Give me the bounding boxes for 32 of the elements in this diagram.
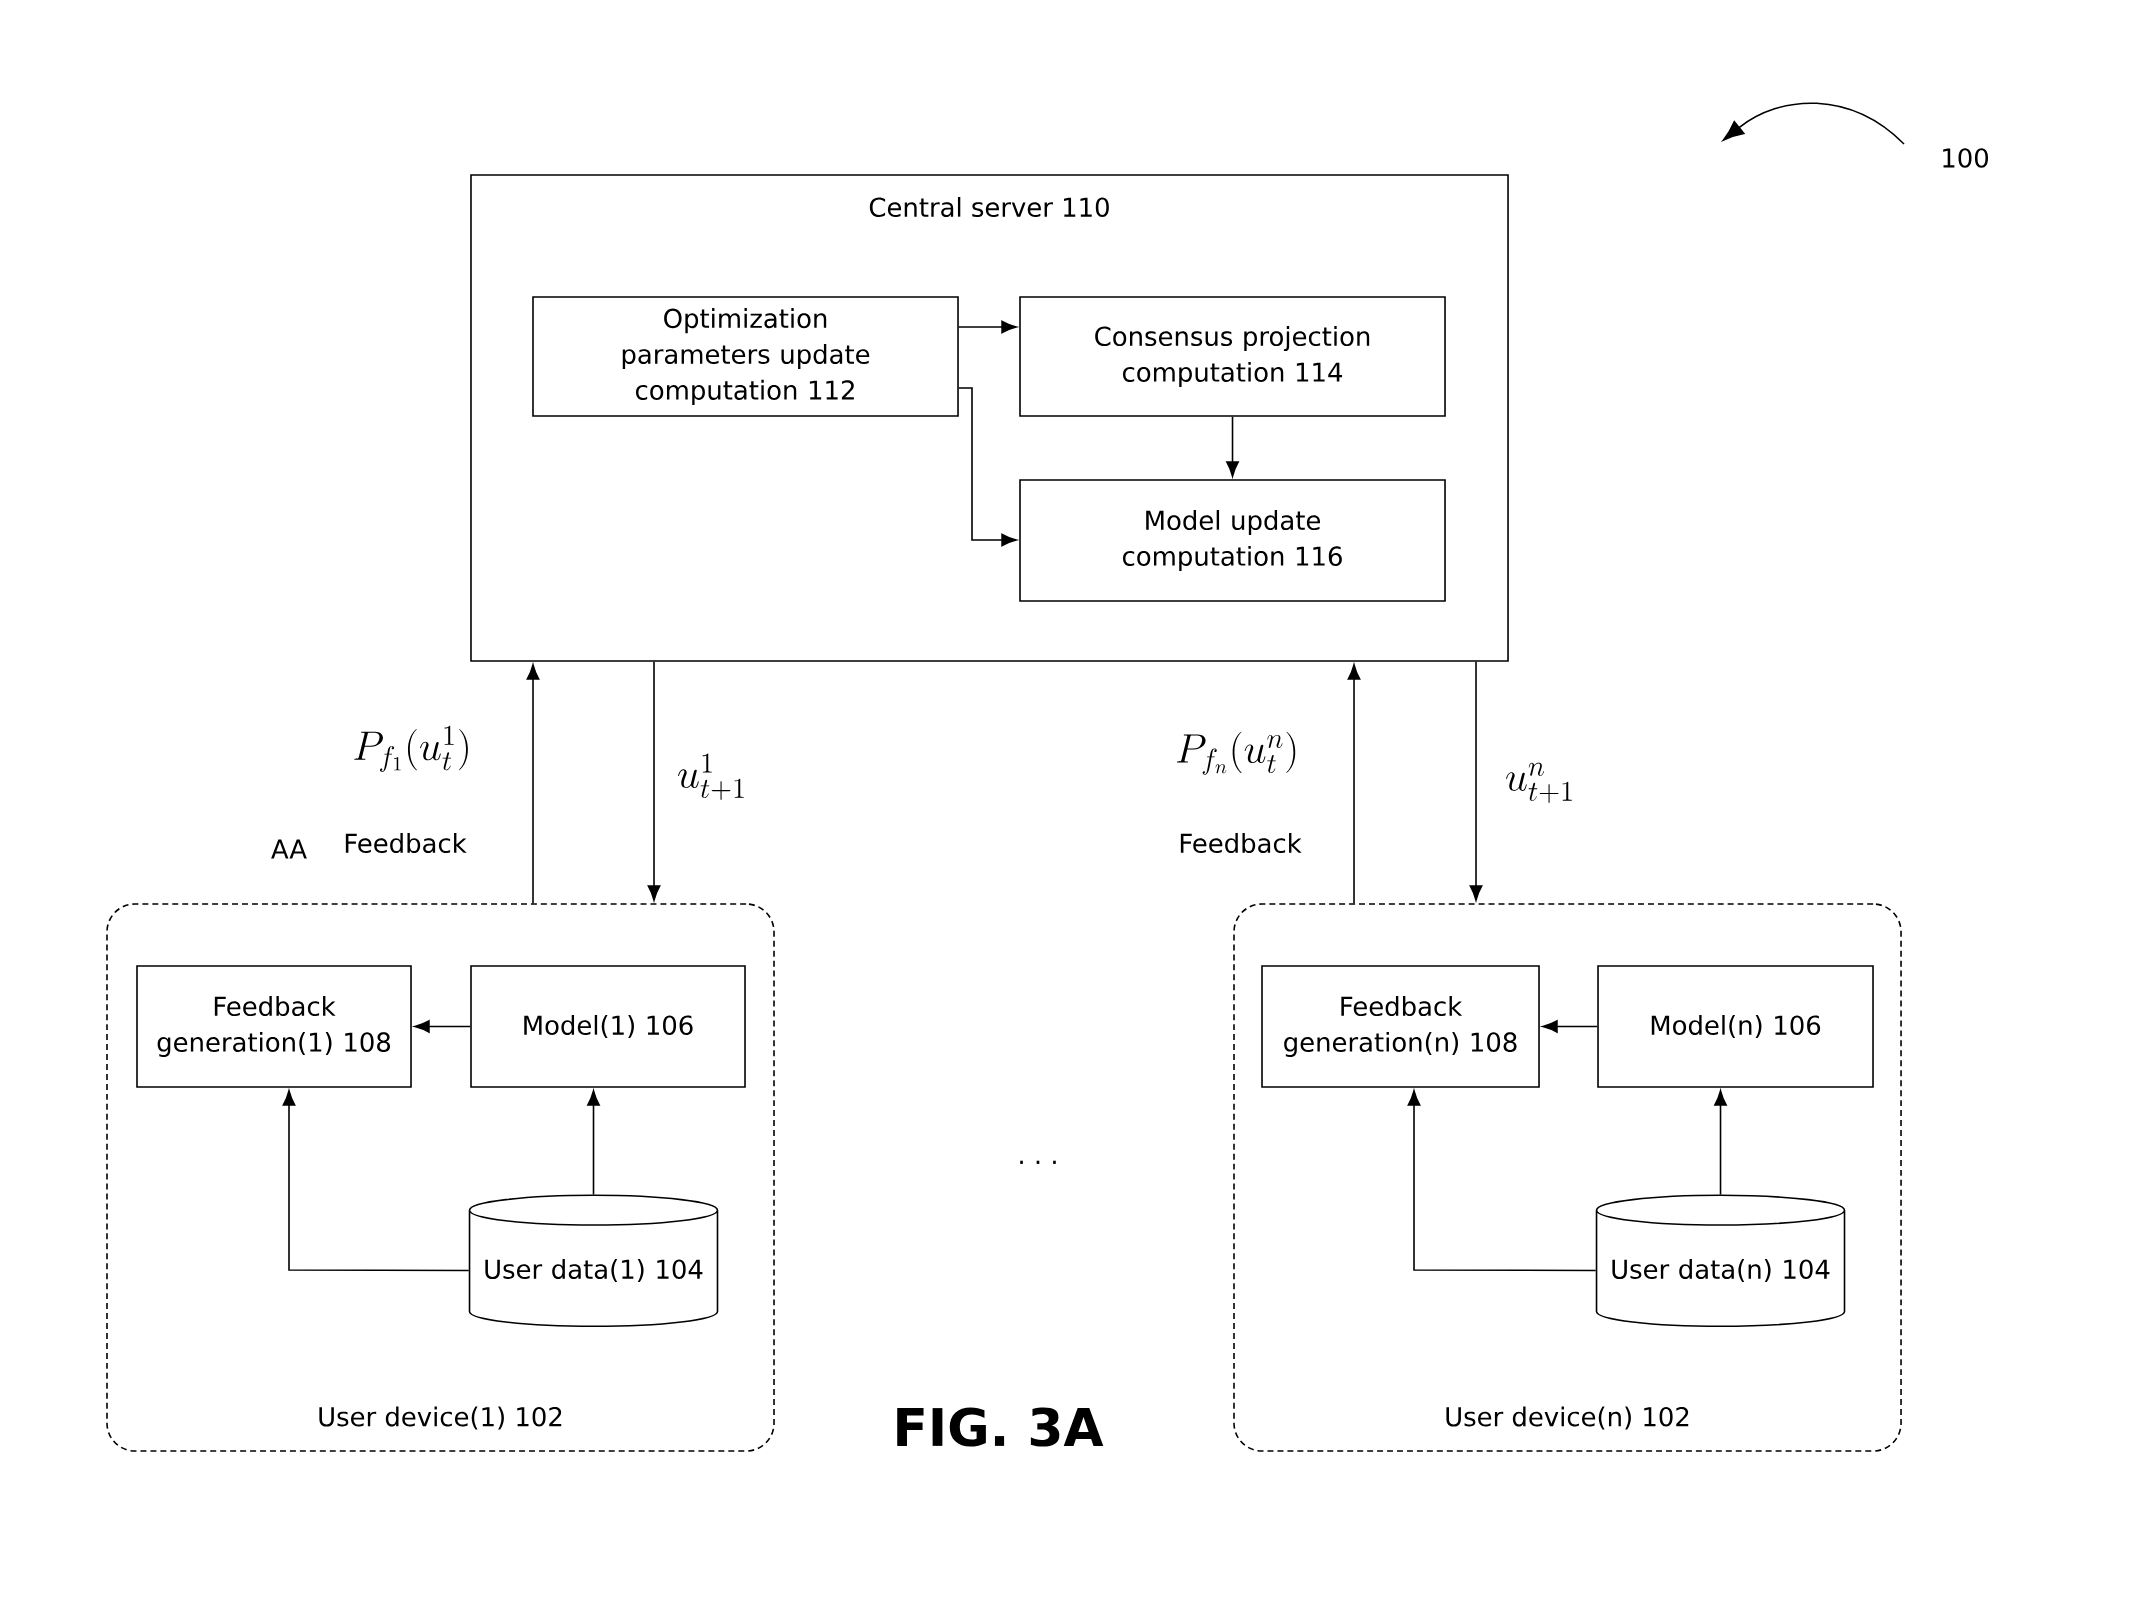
callout-number: 100 xyxy=(1943,148,1988,168)
edge-label: Feedback xyxy=(341,831,469,856)
formula-label: $P_{f_1}(u_t^{1})$ xyxy=(354,725,468,772)
process-box: Optimization parameters update computation 112 xyxy=(532,296,959,417)
text-label: AA xyxy=(271,839,307,859)
edge-label: Feedback xyxy=(1176,831,1304,856)
process-box: Model(1) 106 xyxy=(470,965,746,1088)
arrow xyxy=(1226,416,1239,477)
process-box: Feedback generation(1) 108 xyxy=(136,965,412,1088)
process-box: Model(n) 106 xyxy=(1597,965,1874,1088)
process-box: Consensus projection computation 114 xyxy=(1019,296,1446,417)
database-cylinder: User data(1) 104 xyxy=(468,1194,719,1328)
ellipsis: · · · xyxy=(1020,1160,1056,1164)
formula-label: $P_{f_n}(u_t^{n})$ xyxy=(1177,731,1296,775)
arrow xyxy=(282,1090,470,1272)
arrow xyxy=(1542,1020,1598,1033)
formula-label: $u_{t+1}^{1}$ xyxy=(678,753,744,800)
process-box: Model update computation 116 xyxy=(1019,479,1446,602)
arrow xyxy=(526,664,540,904)
arrow xyxy=(1407,1090,1597,1272)
arrow xyxy=(414,1020,471,1033)
arrow xyxy=(647,661,661,901)
arrow xyxy=(1347,664,1361,904)
arrow xyxy=(587,1090,600,1196)
formula-label: $u_{t+1}^{n}$ xyxy=(1506,762,1572,803)
database-cylinder: User data(n) 104 xyxy=(1595,1194,1846,1328)
figure-caption: FIG. 3A xyxy=(897,1407,1104,1447)
process-box: Feedback generation(n) 108 xyxy=(1261,965,1540,1088)
arrow xyxy=(1714,1090,1727,1196)
arrow xyxy=(958,320,1017,334)
arrow xyxy=(958,387,1017,547)
arrow xyxy=(1469,661,1483,901)
